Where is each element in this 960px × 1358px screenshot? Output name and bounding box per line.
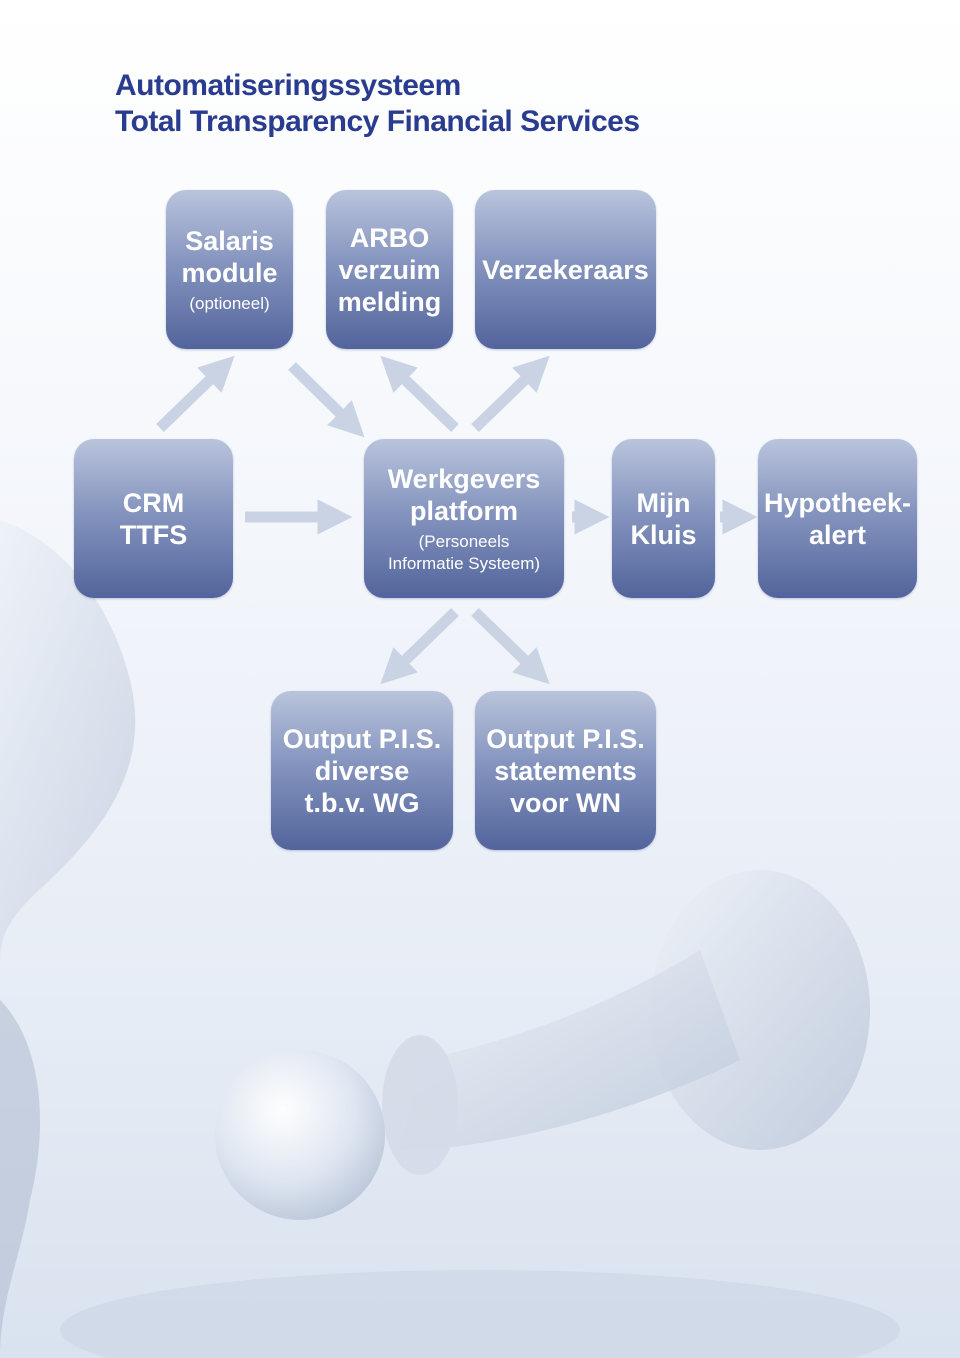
title-line-1: Automatiseringssysteem xyxy=(115,69,461,102)
kluis-line-2: Kluis xyxy=(630,519,697,550)
box-crm-ttfs: CRM TTFS xyxy=(74,439,233,598)
crm-line-1: CRM xyxy=(122,487,185,518)
salaris-line-2: module xyxy=(181,257,278,288)
crm-line-2: TTFS xyxy=(119,519,188,550)
werkgevers-sub-2: Informatie Systeem) xyxy=(387,553,541,573)
output-wn-line-2: statements xyxy=(494,755,637,786)
box-verzekeraars: Verzekeraars xyxy=(475,190,656,349)
verzekeraars-line-1: Verzekeraars xyxy=(482,254,649,285)
box-output-wn: Output P.I.S. statements voor WN xyxy=(475,691,656,850)
werkgevers-line-1: Werkgevers xyxy=(387,463,541,494)
pawn-collar xyxy=(382,1035,458,1175)
output-wn-line-3: voor WN xyxy=(510,787,621,818)
hypotheek-line-2: alert xyxy=(808,519,867,550)
werkgevers-sub-1: (Personeels xyxy=(418,531,510,551)
box-hypotheek-alert: Hypotheek- alert xyxy=(758,439,917,598)
salaris-line-1: Salaris xyxy=(185,225,274,256)
werkgevers-line-2: platform xyxy=(410,495,518,526)
pawn-neck xyxy=(400,950,740,1150)
floor-reflection xyxy=(60,1270,900,1358)
salaris-sub: (optioneel) xyxy=(189,293,270,313)
page-title: Automatiseringssysteem Total Transparenc… xyxy=(115,68,640,140)
output-wn-line-1: Output P.I.S. xyxy=(486,723,645,754)
box-arbo-verzuim: ARBO verzuim melding xyxy=(326,190,453,349)
arbo-line-1: ARBO xyxy=(349,222,430,253)
knight-shadow xyxy=(0,1000,40,1358)
output-wg-line-1: Output P.I.S. xyxy=(282,723,442,754)
kluis-line-1: Mijn xyxy=(636,487,691,518)
arbo-line-3: melding xyxy=(337,286,442,317)
hypotheek-line-1: Hypotheek- xyxy=(763,487,912,518)
output-wg-line-2: diverse xyxy=(314,755,410,786)
box-output-wg: Output P.I.S. diverse t.b.v. WG xyxy=(271,691,453,850)
box-salaris-module: Salaris module (optioneel) xyxy=(166,190,293,349)
output-wg-line-3: t.b.v. WG xyxy=(304,787,420,818)
arbo-line-2: verzuim xyxy=(338,254,441,285)
title-line-2: Total Transparency Financial Services xyxy=(115,105,640,138)
box-mijn-kluis: Mijn Kluis xyxy=(612,439,715,598)
pawn-head xyxy=(215,1050,385,1220)
box-werkgevers-platform: Werkgevers platform (Personeels Informat… xyxy=(364,439,564,598)
knight-shape xyxy=(0,520,136,960)
pawn-base xyxy=(650,870,870,1150)
